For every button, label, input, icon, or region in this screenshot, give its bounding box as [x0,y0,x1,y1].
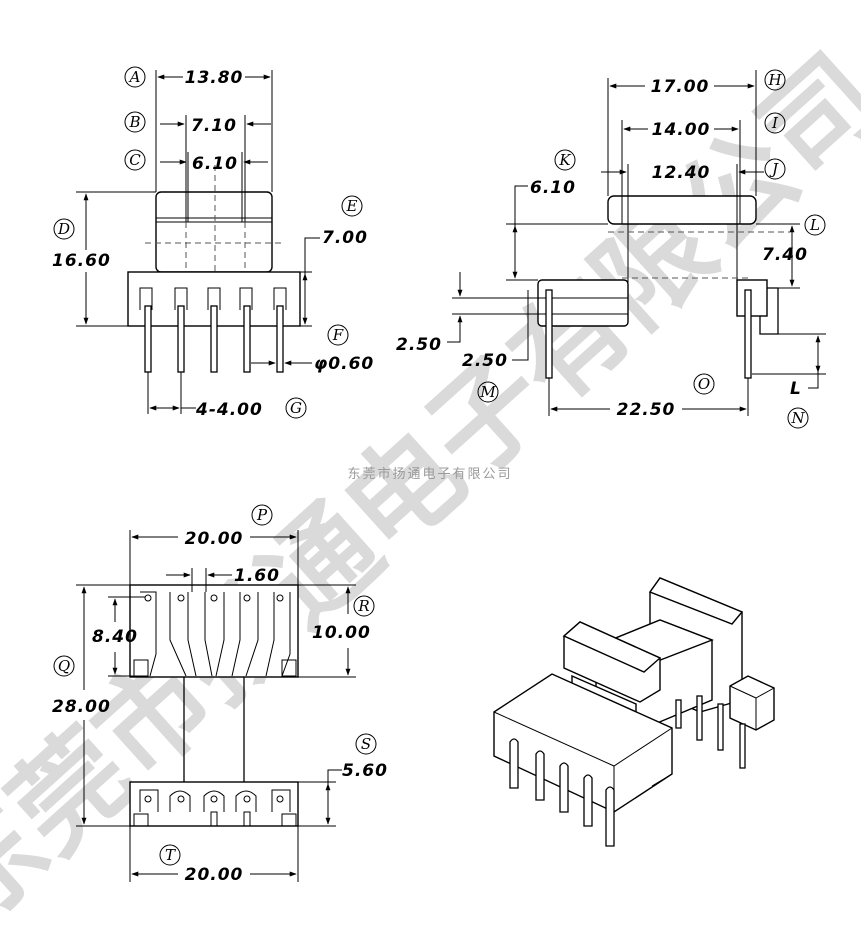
company-caption: 东莞市扬通电子有限公司 [347,466,512,482]
side-base-right [736,279,768,317]
balloon-K-label: K [558,151,571,169]
balloon-B-label: B [128,113,140,131]
side-pin-right [744,289,752,379]
dim-E-value: 7.00 [322,228,368,248]
dim-H-value: 17.00 [651,77,710,97]
dim-C-value: 6.10 [192,154,238,174]
balloon-H [764,69,786,91]
dim-L-value: 7.40 [762,245,808,265]
side-top-flange [607,195,757,225]
dim-M-value-2: 2.50 [462,351,508,371]
balloon-B [124,111,146,133]
balloon-S [355,733,377,755]
balloon-Q [53,655,75,677]
balloon-M [477,381,499,403]
balloon-R-label: R [357,597,369,615]
dim-P-value: 20.00 [185,529,244,549]
dim-R-value: 10.00 [312,623,371,643]
balloon-I-label: I [771,114,779,132]
dim-G-value: 4-4.00 [195,400,263,420]
dim-F-value: φ0.60 [314,354,374,374]
front-core-top [155,191,273,273]
dim-K-value: 6.10 [530,178,576,198]
isometric-view [493,577,775,847]
balloon-E [341,195,363,217]
side-pin-left [545,289,553,379]
dim-N-value: L [790,379,802,399]
top-upper-base [129,584,299,678]
dim-O-value: 22.50 [617,400,676,420]
dim-R-inner-value: 8.40 [92,627,138,647]
top-lower-base [129,781,299,827]
dim-S-value: 5.60 [342,761,388,781]
balloon-N-label: N [790,409,805,427]
balloon-D [53,218,75,240]
balloon-J-label: J [769,160,779,178]
side-view: 17.00 H 14.00 I 12.40 J 6.10 K 7.40 L [396,69,826,429]
balloon-L [804,214,826,236]
front-view: A 13.80 B 7.10 C 6.10 D 16.60 E 7.00 [52,66,374,420]
balloon-G-label: G [290,399,302,417]
top-lower-holes [144,795,284,803]
balloon-E-label: E [346,197,358,215]
balloon-N [787,407,809,429]
balloon-O-label: O [698,375,710,393]
balloon-Q-label: Q [58,657,70,675]
dim-B-value: 7.10 [191,116,237,136]
balloon-F-label: F [332,326,344,344]
balloon-C [124,149,146,171]
balloon-G [285,397,307,419]
top-upper-slots [133,591,297,677]
balloon-J [764,158,786,180]
dim-pin-gap-value: 1.60 [234,566,280,586]
dim-A-value: 13.80 [185,68,244,88]
dim-I-value: 14.00 [652,120,711,140]
top-upper-holes [144,594,284,602]
balloon-C-label: C [129,151,141,169]
dim-D-value: 16.60 [52,251,111,271]
front-slots [139,287,287,310]
balloon-P-label: P [256,506,268,524]
balloon-F [327,324,349,346]
balloon-M-label: M [479,383,496,401]
balloon-I [764,112,786,134]
balloon-P [251,504,273,526]
balloon-D-label: D [57,220,70,238]
balloon-T-label: T [165,846,176,864]
dim-T-value: 20.00 [185,865,244,885]
balloon-T [159,844,181,866]
balloon-O [693,373,715,395]
balloon-A-label: A [128,68,141,86]
dim-J-value: 12.40 [652,163,711,183]
dim-M-value-1: 2.50 [396,335,442,355]
dim-Q-value: 28.00 [52,697,111,717]
balloon-S-label: S [361,735,371,753]
balloon-A [124,66,146,88]
balloon-R [353,595,375,617]
top-view: 20.00 P 1.60 Q 28.00 8.40 10.00 R [52,504,388,885]
top-lower-tabs [133,789,297,827]
balloon-L-label: L [809,216,820,234]
balloon-K [554,149,576,171]
iso-front-pins [509,738,615,847]
balloon-H-label: H [767,71,782,89]
